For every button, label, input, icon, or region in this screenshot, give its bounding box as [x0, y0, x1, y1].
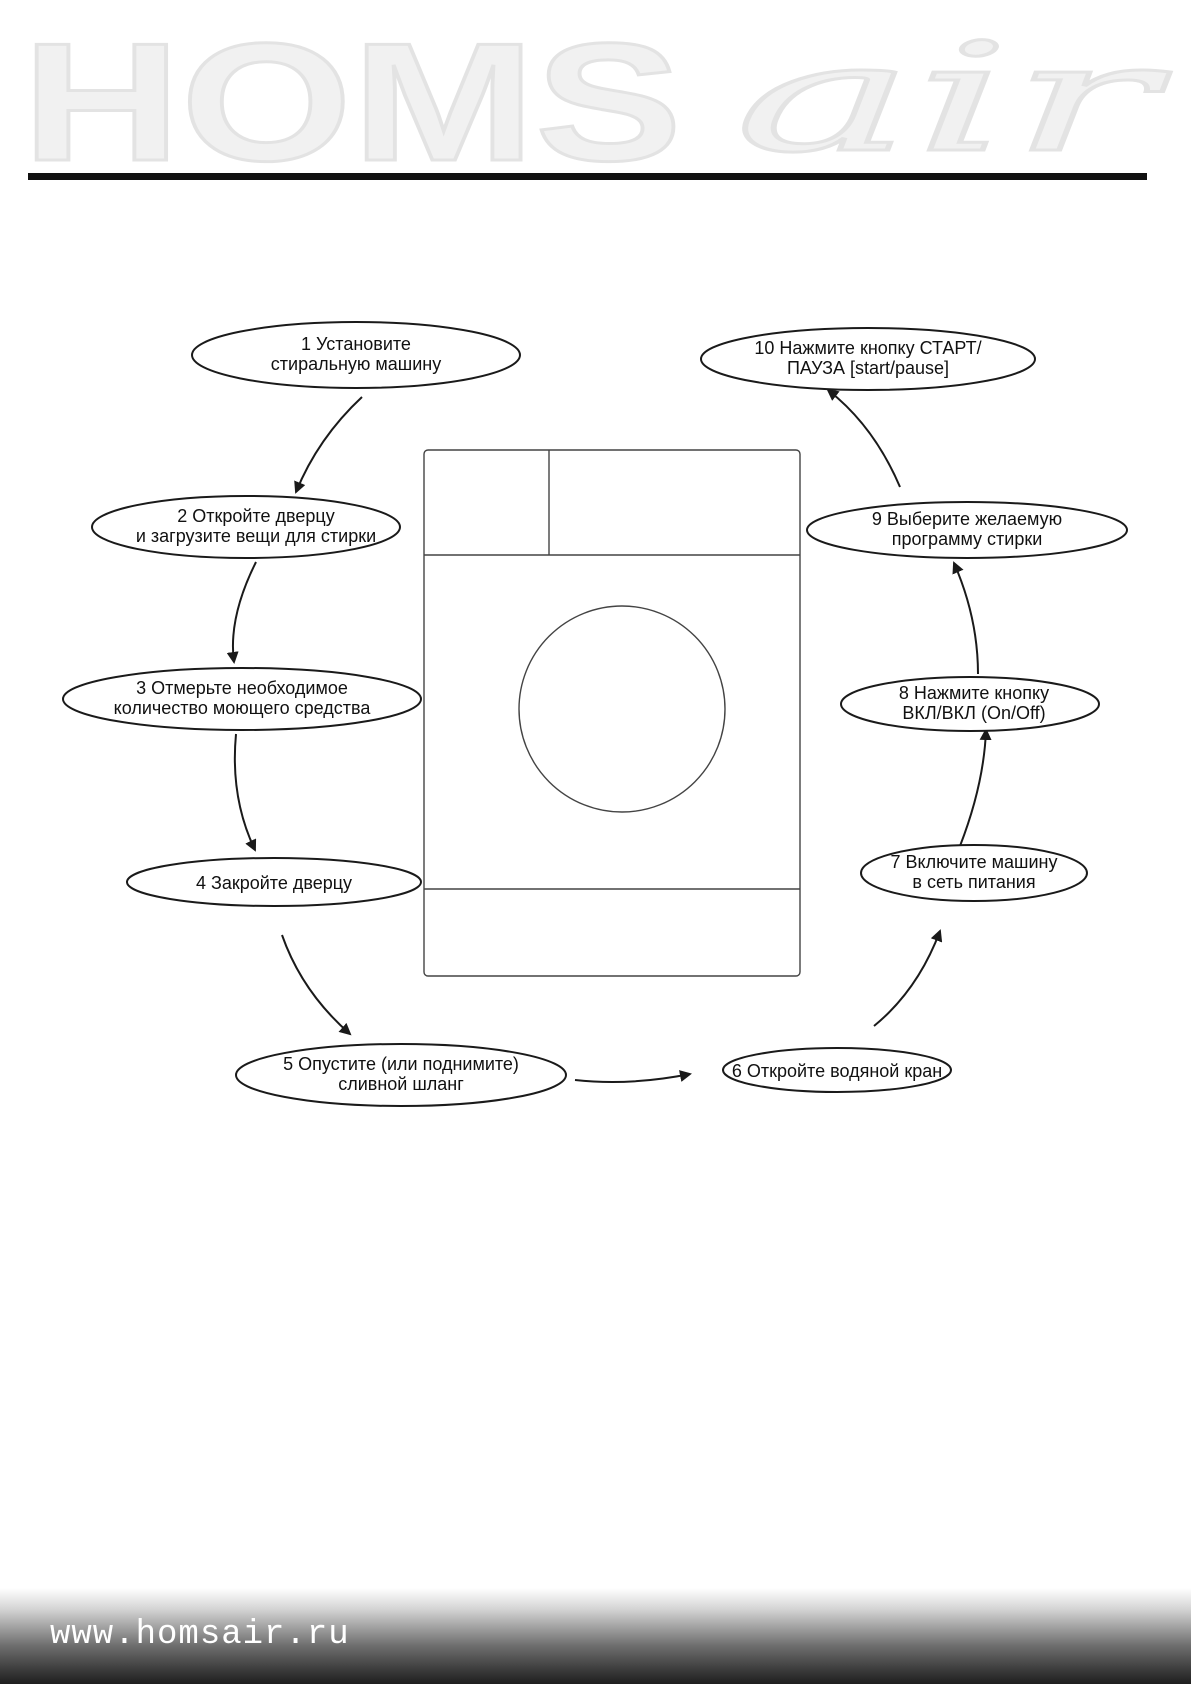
diagram-step-7: 7 Включите машину в сеть питания — [860, 844, 1088, 902]
step-6-line-1: 6 Откройте водяной кран — [732, 1061, 942, 1081]
step-9-line-1: 9 Выберите желаемую — [872, 509, 1062, 529]
step-8-line-1: 8 Нажмите кнопку — [899, 683, 1049, 703]
step-3-line-2: количество моющего средства — [114, 698, 372, 718]
washing-procedure-diagram: 1 Установите стиральную машину 2 Откройт… — [62, 321, 1128, 1107]
diagram-step-1: 1 Установите стиральную машину — [191, 321, 521, 389]
arrow-step-2-to-3 — [226, 561, 257, 664]
diagram-step-3: 3 Отмерьте необходимое количество моющег… — [62, 667, 422, 731]
arrow-step-4-to-5 — [281, 934, 352, 1036]
diagram-step-2: 2 Откройте дверцу и загрузите вещи для с… — [91, 495, 401, 559]
step-7-line-1: 7 Включите машину — [890, 852, 1057, 872]
footer-website-url: www.homsair.ru — [50, 1616, 350, 1654]
step-3-line-1: 3 Отмерьте необходимое — [136, 678, 348, 698]
step-5-line-2: сливной шланг — [338, 1074, 464, 1094]
step-1-line-1: 1 Установите — [301, 334, 411, 354]
machine-door-porthole — [518, 605, 726, 813]
step-2-line-1: 2 Откройте дверцу — [177, 506, 334, 526]
arrow-step-6-to-7 — [873, 929, 943, 1027]
brand-logo-script: air — [735, 12, 1172, 186]
arrow-step-7-to-8 — [959, 728, 992, 847]
diagram-step-6: 6 Откройте водяной кран — [722, 1047, 952, 1093]
footer-bar: www.homsair.ru — [0, 1588, 1191, 1684]
arrow-step-5-to-6 — [574, 1070, 692, 1083]
washing-machine-icon — [423, 449, 801, 977]
arrow-step-1-to-2 — [294, 396, 363, 494]
arrow-step-8-to-9 — [952, 561, 979, 675]
diagram-step-5: 5 Опустите (или поднимите) сливной шланг — [235, 1043, 567, 1107]
diagram-step-4: 4 Закройте дверцу — [126, 857, 422, 907]
flow-arrows — [226, 388, 992, 1083]
diagram-step-10: 10 Нажмите кнопку СТАРТ/ ПАУЗА [start/pa… — [700, 327, 1036, 391]
brand-logo: HOMS air — [21, 7, 1174, 191]
machine-body — [423, 449, 801, 977]
diagram-step-9: 9 Выберите желаемую программу стирки — [806, 501, 1128, 559]
arrow-step-9-to-10 — [826, 388, 901, 488]
step-7-line-2: в сеть питания — [912, 872, 1035, 892]
step-2-line-2: и загрузите вещи для стирки — [136, 526, 376, 546]
step-9-line-2: программу стирки — [892, 529, 1043, 549]
brand-logo-text: HOMS — [22, 8, 682, 190]
diagram-step-8: 8 Нажмите кнопку ВКЛ/ВКЛ (On/Off) — [840, 676, 1100, 732]
header-divider — [28, 173, 1147, 180]
step-4-line-1: 4 Закройте дверцу — [196, 873, 352, 893]
step-8-line-2: ВКЛ/ВКЛ (On/Off) — [902, 703, 1045, 723]
arrow-step-3-to-4 — [233, 733, 257, 852]
step-10-line-1: 10 Нажмите кнопку СТАРТ/ — [754, 338, 981, 358]
step-10-line-2: ПАУЗА [start/pause] — [787, 358, 949, 378]
step-1-line-2: стиральную машину — [271, 354, 441, 374]
step-5-line-1: 5 Опустите (или поднимите) — [283, 1054, 519, 1074]
